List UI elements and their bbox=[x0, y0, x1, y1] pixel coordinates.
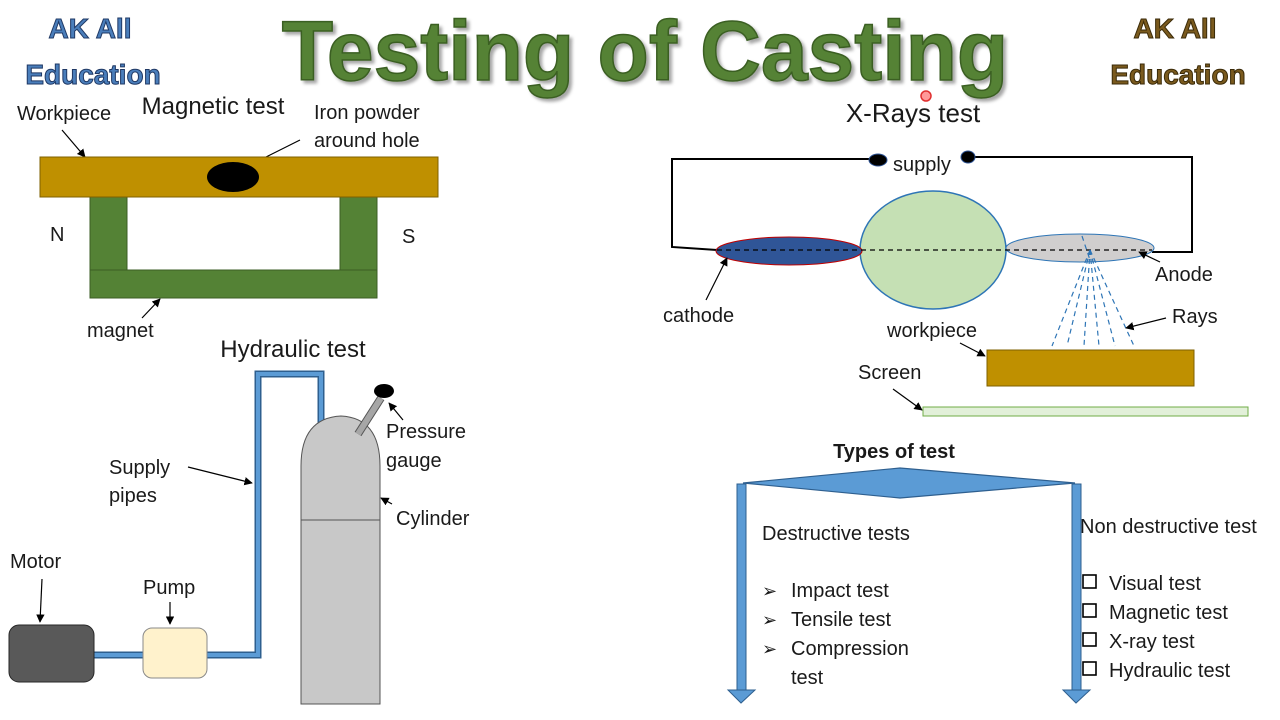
anode-electrode bbox=[1005, 233, 1155, 263]
destructive-branch-shaft bbox=[736, 483, 747, 691]
checkbox-icon bbox=[1082, 632, 1097, 647]
magnet-right-leg bbox=[339, 195, 378, 277]
pressure-gauge-label-line1: Pressure bbox=[386, 421, 466, 443]
cursor-dot bbox=[920, 90, 932, 102]
supply-wire-left bbox=[671, 158, 869, 251]
destructive-list: ➢ Impact test ➢ Tensile test ➢ Compressi… bbox=[762, 580, 909, 689]
iron-powder-label-line2: around hole bbox=[314, 130, 420, 152]
non-destructive-list: Visual test Magnetic test X-ray test Hyd… bbox=[1082, 573, 1231, 682]
brand-right-line1: AK All bbox=[1134, 13, 1217, 44]
xray-workpiece bbox=[986, 349, 1195, 387]
hydraulic-cylinder-body bbox=[300, 519, 381, 705]
magnetic-test-heading: Magnetic test bbox=[142, 93, 285, 120]
page-title: Testing of Casting bbox=[282, 4, 1008, 98]
cathode-pointer bbox=[705, 257, 728, 301]
supply-pipe-main-inner bbox=[207, 372, 323, 657]
anode-pointer bbox=[1138, 251, 1161, 263]
destructive-heading: Destructive tests bbox=[762, 523, 910, 545]
checkbox-icon bbox=[1082, 603, 1097, 618]
destructive-item-1: Impact test bbox=[791, 580, 889, 602]
workpiece-pointer bbox=[61, 129, 86, 158]
destructive-item-3-cont: test bbox=[791, 667, 824, 689]
xray-workpiece-pointer bbox=[959, 342, 986, 357]
types-of-test-heading: Types of test bbox=[833, 441, 955, 463]
supply-pipes-pointer bbox=[187, 466, 253, 486]
magnetic-test-diagram: Magnetic test Workpiece Iron powder arou… bbox=[17, 93, 439, 342]
magnet-label: magnet bbox=[87, 320, 154, 342]
brand-logo-right: AK All Education bbox=[1110, 13, 1246, 91]
motor-box bbox=[8, 624, 95, 683]
types-diamond-bar bbox=[742, 467, 1076, 499]
destructive-bullet-3: ➢ bbox=[762, 639, 777, 659]
hydraulic-test-diagram: Hydraulic test Pressure gauge Supply pip… bbox=[8, 336, 470, 705]
checkbox-icon bbox=[1082, 661, 1097, 676]
destructive-branch-arrowhead bbox=[726, 689, 757, 704]
types-of-test-tree: Types of test Destructive tests ➢ Impact… bbox=[726, 441, 1257, 704]
cathode-electrode bbox=[715, 236, 863, 266]
hydraulic-cylinder-top bbox=[300, 415, 381, 521]
brand-right-line2: Education bbox=[1110, 59, 1245, 90]
magnet-left-leg bbox=[89, 195, 128, 277]
pressure-gauge-dial bbox=[374, 384, 394, 398]
pump-box bbox=[142, 627, 208, 679]
pump-label: Pump bbox=[143, 577, 195, 599]
xray-test-heading: X-Rays test bbox=[846, 98, 981, 128]
rays-pointer bbox=[1125, 317, 1167, 331]
screen-pointer bbox=[892, 388, 923, 411]
brand-logo-left: AK All Education bbox=[25, 13, 161, 91]
pressure-gauge-label-line2: gauge bbox=[386, 450, 442, 472]
destructive-item-2: Tensile test bbox=[791, 609, 891, 631]
supply-terminal-left bbox=[868, 153, 888, 167]
hydraulic-test-heading: Hydraulic test bbox=[220, 336, 366, 363]
anode-label: Anode bbox=[1155, 264, 1213, 286]
cathode-label: cathode bbox=[663, 305, 734, 327]
xray-screen bbox=[922, 406, 1249, 417]
pressure-gauge-pointer bbox=[388, 402, 404, 421]
non-destructive-item-4: Hydraulic test bbox=[1109, 660, 1231, 682]
non-destructive-item-2: Magnetic test bbox=[1109, 602, 1228, 624]
supply-label: supply bbox=[893, 154, 951, 176]
destructive-item-3: Compression bbox=[791, 638, 909, 660]
non-destructive-branch-shaft bbox=[1071, 483, 1082, 691]
iron-powder-hole bbox=[207, 162, 259, 192]
non-destructive-heading: Non destructive test bbox=[1080, 516, 1257, 538]
workpiece-label: Workpiece bbox=[17, 103, 111, 125]
supply-terminal-right bbox=[960, 150, 976, 164]
non-destructive-item-3: X-ray test bbox=[1109, 631, 1195, 653]
rays-label: Rays bbox=[1172, 306, 1218, 328]
motor-pointer bbox=[36, 578, 45, 623]
brand-left-line1: AK All bbox=[49, 13, 132, 44]
cylinder-label: Cylinder bbox=[396, 508, 470, 530]
supply-pipes-label-line1: Supply bbox=[109, 457, 170, 479]
south-pole-label: S bbox=[402, 226, 415, 248]
destructive-bullet-2: ➢ bbox=[762, 610, 777, 630]
xray-test-diagram: X-Rays test supply Anode cathode Rays w bbox=[663, 90, 1249, 417]
motor-label: Motor bbox=[10, 551, 61, 573]
xray-workpiece-label: workpiece bbox=[886, 320, 977, 342]
non-destructive-item-1: Visual test bbox=[1109, 573, 1201, 595]
destructive-bullet-1: ➢ bbox=[762, 581, 777, 601]
pressure-gauge-stem-inner bbox=[355, 396, 384, 436]
cylinder-pointer bbox=[380, 497, 393, 506]
non-destructive-branch-arrowhead bbox=[1061, 689, 1092, 704]
supply-wire-right bbox=[975, 156, 1193, 253]
supply-pipes-label-line2: pipes bbox=[109, 485, 157, 507]
magnet-base bbox=[89, 269, 378, 299]
screen-label: Screen bbox=[858, 362, 921, 384]
checkbox-icon bbox=[1082, 574, 1097, 589]
north-pole-label: N bbox=[50, 224, 64, 246]
brand-left-line2: Education bbox=[25, 59, 160, 90]
iron-powder-label-line1: Iron powder bbox=[314, 102, 420, 124]
magnet-pointer bbox=[141, 298, 161, 319]
xray-rays bbox=[1051, 235, 1135, 347]
